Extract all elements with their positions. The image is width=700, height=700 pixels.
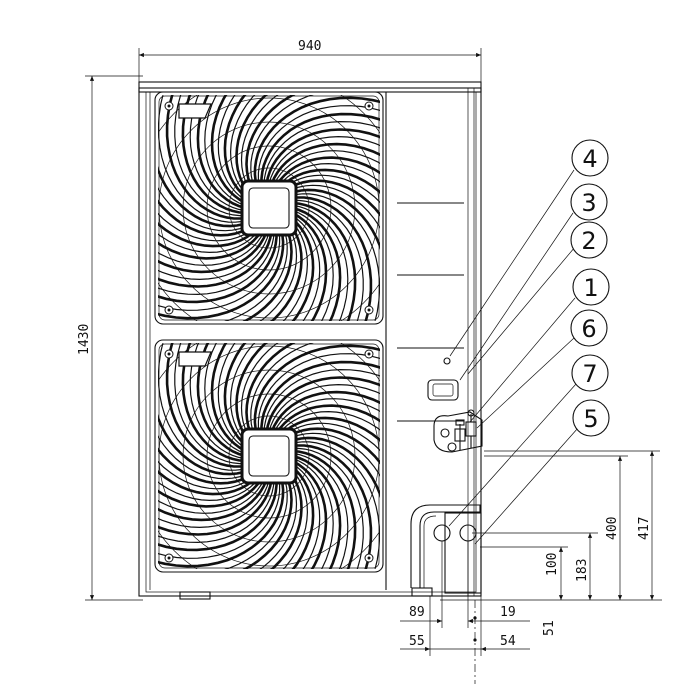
dim-54-label: 54: [500, 634, 516, 649]
callout-4: 4: [571, 139, 609, 177]
callout-7: 7: [571, 354, 609, 392]
svg-text:3: 3: [581, 189, 596, 217]
dim-51-label: 51: [542, 620, 557, 636]
unit-body: [138, 81, 482, 600]
wiring-cover: [427, 379, 459, 401]
svg-text:6: 6: [581, 315, 596, 343]
fan-grille-top: [154, 91, 384, 325]
svg-text:7: 7: [582, 360, 597, 388]
callouts: 4 3 2 1 6 7 5: [448, 139, 610, 545]
valve-2: [465, 409, 477, 448]
service-components: [410, 357, 483, 596]
small-hole: [443, 357, 451, 365]
svg-text:1: 1: [583, 274, 598, 302]
dim-183-label: 183: [575, 559, 590, 582]
pipe-port-box: [444, 512, 482, 594]
pipe-port-left: [433, 524, 451, 542]
fan-grille-bottom: [154, 339, 384, 573]
dim-400-label: 400: [605, 517, 620, 540]
dim-height-label: 1430: [77, 324, 92, 355]
dim-55-label: 55: [409, 634, 425, 649]
dim-89-label: 89: [409, 605, 425, 620]
dim-19-label: 19: [500, 605, 516, 620]
callout-5: 5: [572, 399, 610, 437]
svg-text:4: 4: [582, 145, 597, 173]
dim-width-label: 940: [298, 39, 321, 54]
dimension-lines: [85, 48, 662, 684]
svg-text:2: 2: [581, 227, 596, 255]
valve-1: [454, 419, 466, 450]
foot-right: [411, 587, 433, 597]
foot-left: [179, 591, 211, 600]
valve-bracket: [433, 411, 483, 453]
dim-417-label: 417: [637, 517, 652, 540]
callout-2: 2: [570, 221, 608, 259]
callout-3: 3: [570, 183, 608, 221]
pipe-cover: [410, 504, 481, 588]
callout-1: 1: [572, 268, 610, 306]
svg-text:5: 5: [583, 405, 598, 433]
callout-6: 6: [570, 309, 608, 347]
dim-100-label: 100: [545, 553, 560, 576]
